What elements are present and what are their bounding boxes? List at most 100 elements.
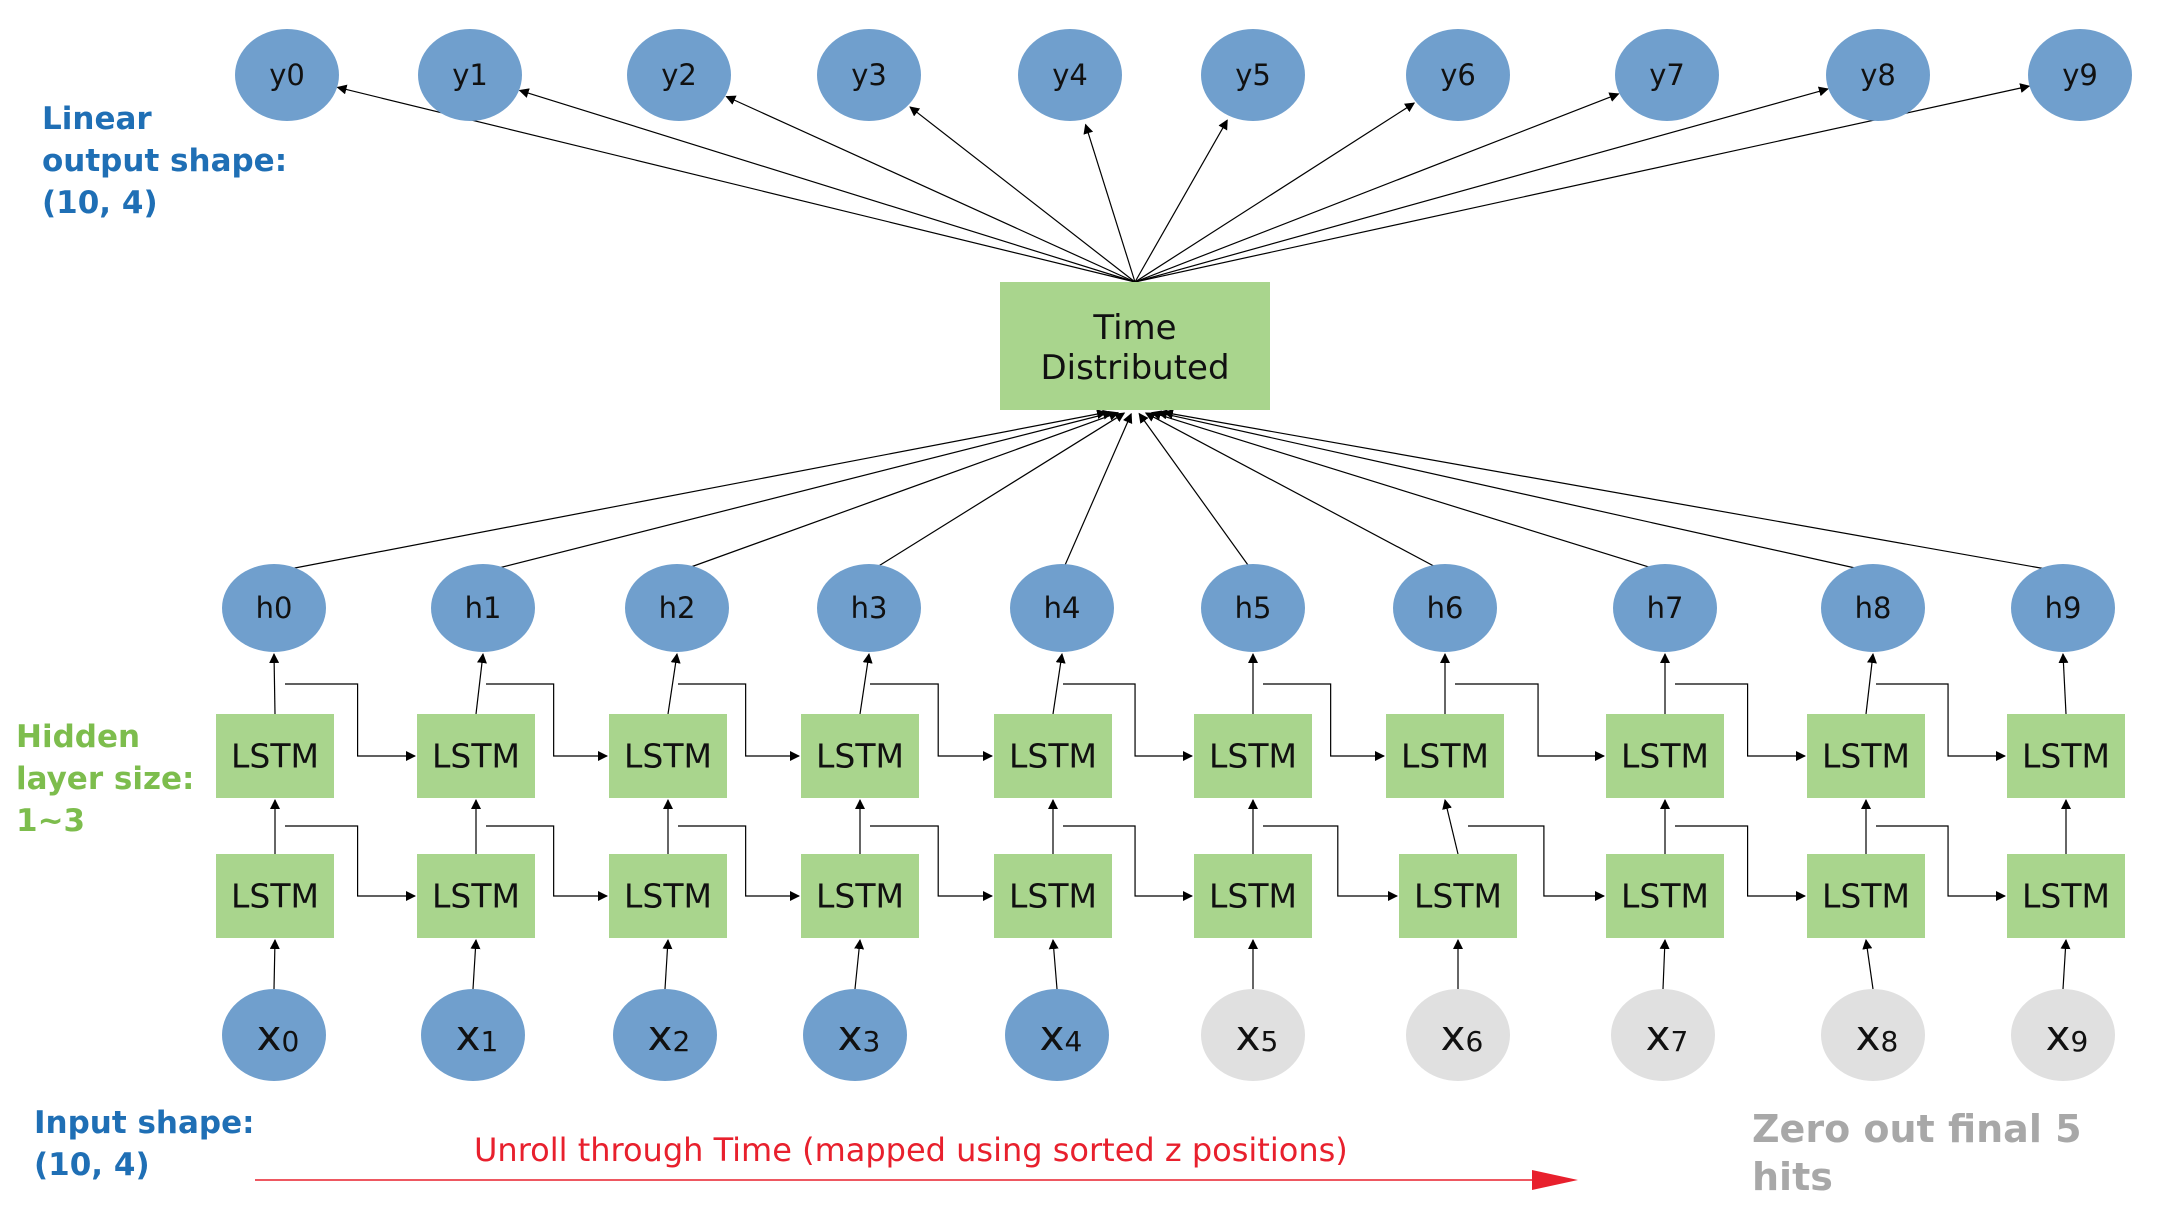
- lower-lstm-3: [801, 854, 919, 938]
- input-shape-label: Input shape: (10, 4): [34, 1105, 255, 1183]
- edge-x7-to-lower7: [1659, 939, 1670, 990]
- edge-x4-to-lower4: [1048, 939, 1059, 990]
- edge-upper9-to-h9: [2058, 653, 2069, 715]
- upper-lstm-label-0: LSTM: [231, 737, 319, 776]
- input-label-x6: x6: [1441, 1011, 1484, 1060]
- edge-td-to-y2: [725, 95, 1136, 283]
- edge-x0-to-lower0: [269, 939, 280, 990]
- output-label-y1: y1: [452, 58, 488, 92]
- hidden-label-h1: h1: [465, 591, 502, 625]
- upper-recurrent-4-to-5: [1063, 683, 1193, 761]
- output-label-y5: y5: [1235, 58, 1271, 92]
- input-node-x5: [1201, 989, 1305, 1081]
- zero-out-label: Zero out final 5 hits: [1752, 1107, 2082, 1199]
- lower-lstm-label-7: LSTM: [1621, 877, 1709, 916]
- time-distributed-line2: Distributed: [1040, 348, 1229, 388]
- input-label-x7: x7: [1646, 1011, 1689, 1060]
- output-label-y2: y2: [661, 58, 697, 92]
- input-label-x9: x9: [2046, 1011, 2089, 1060]
- edge-td-to-y7: [1134, 92, 1620, 283]
- lower-lstm-label-4: LSTM: [1009, 877, 1097, 916]
- lower-lstm-label-2: LSTM: [624, 877, 712, 916]
- lower-lstm-4: [994, 854, 1112, 938]
- edge-h7-to-td: [1150, 410, 1666, 573]
- hidden-label-h8: h8: [1855, 591, 1892, 625]
- lower-recurrent-8-to-9: [1876, 825, 2006, 901]
- hidden-label-h5: h5: [1235, 591, 1272, 625]
- upper-lstm-9: [2007, 714, 2125, 798]
- lower-lstm-5: [1194, 854, 1312, 938]
- upper-recurrent-2-to-3: [678, 683, 800, 761]
- edge-td-to-y5: [1134, 119, 1228, 283]
- output-node-y7: [1615, 29, 1719, 121]
- hidden-label-h7: h7: [1647, 591, 1684, 625]
- output-node-y1: [418, 29, 522, 121]
- edge-upper3-to-h3: [859, 653, 873, 715]
- input-node-x3: [803, 989, 907, 1081]
- edge-lower6-to-upper6: [1442, 799, 1459, 855]
- output-label-y7: y7: [1649, 58, 1685, 92]
- upper-lstm-label-7: LSTM: [1621, 737, 1709, 776]
- upper-lstm-label-8: LSTM: [1822, 737, 1910, 776]
- lower-lstm-9: [2007, 854, 2125, 938]
- output-node-y8: [1826, 29, 1930, 121]
- lower-lstm-label-9: LSTM: [2022, 877, 2110, 916]
- edge-upper0-to-h0: [269, 653, 280, 715]
- hidden-node-h4: [1010, 564, 1114, 652]
- lower-lstm-label-8: LSTM: [1822, 877, 1910, 916]
- hidden-label-h2: h2: [659, 591, 696, 625]
- lower-lstm-2: [609, 854, 727, 938]
- hidden-node-h8: [1821, 564, 1925, 652]
- input-label-x0: x0: [257, 1011, 300, 1060]
- upper-lstm-label-1: LSTM: [432, 737, 520, 776]
- output-node-y2: [627, 29, 731, 121]
- hidden-node-h3: [817, 564, 921, 652]
- upper-lstm-label-2: LSTM: [624, 737, 712, 776]
- edge-h4-to-td: [1061, 412, 1133, 573]
- hidden-label-h9: h9: [2045, 591, 2082, 625]
- edge-h9-to-td: [1162, 409, 2064, 573]
- lower-lstm-6: [1399, 854, 1517, 938]
- edge-upper1-to-h1: [475, 653, 487, 715]
- output-label-y4: y4: [1052, 58, 1088, 92]
- input-node-x1: [421, 989, 525, 1081]
- hidden-label-h3: h3: [851, 591, 888, 625]
- input-node-x6: [1406, 989, 1510, 1081]
- edge-x3-to-lower3: [854, 939, 865, 990]
- upper-lstm-label-5: LSTM: [1209, 737, 1297, 776]
- output-node-y3: [817, 29, 921, 121]
- output-shape-label: Linear output shape: (10, 4): [42, 101, 288, 221]
- hidden-label-h4: h4: [1044, 591, 1081, 625]
- upper-lstm-label-3: LSTM: [816, 737, 904, 776]
- upper-recurrent-7-to-8: [1675, 683, 1806, 761]
- output-node-y0: [235, 29, 339, 121]
- upper-lstm-8: [1807, 714, 1925, 798]
- output-node-y6: [1406, 29, 1510, 121]
- upper-lstm-6: [1386, 714, 1504, 798]
- edges: [255, 83, 2071, 1190]
- output-node-y9: [2028, 29, 2132, 121]
- lower-recurrent-7-to-8: [1675, 825, 1806, 901]
- lower-recurrent-4-to-5: [1063, 825, 1193, 901]
- edge-x9-to-lower9: [2060, 939, 2071, 990]
- edge-upper2-to-h2: [667, 653, 681, 715]
- upper-lstm-7: [1606, 714, 1724, 798]
- edge-h2-to-td: [676, 411, 1120, 573]
- upper-lstm-label-9: LSTM: [2022, 737, 2110, 776]
- input-node-x7: [1611, 989, 1715, 1081]
- lower-lstm-1: [417, 854, 535, 938]
- lower-recurrent-1-to-2: [486, 825, 608, 901]
- input-label-x4: x4: [1040, 1011, 1083, 1060]
- edge-td-to-y4: [1083, 123, 1136, 283]
- upper-recurrent-3-to-4: [870, 683, 993, 761]
- lower-lstm-label-0: LSTM: [231, 877, 319, 916]
- input-node-x2: [613, 989, 717, 1081]
- upper-recurrent-1-to-2: [486, 683, 608, 761]
- hidden-layer-size-label: Hidden layer size: 1~3: [16, 719, 195, 839]
- edge-h8-to-td: [1156, 409, 1874, 573]
- lower-lstm-label-3: LSTM: [816, 877, 904, 916]
- input-node-x8: [1821, 989, 1925, 1081]
- edge-td-to-y6: [1134, 102, 1416, 283]
